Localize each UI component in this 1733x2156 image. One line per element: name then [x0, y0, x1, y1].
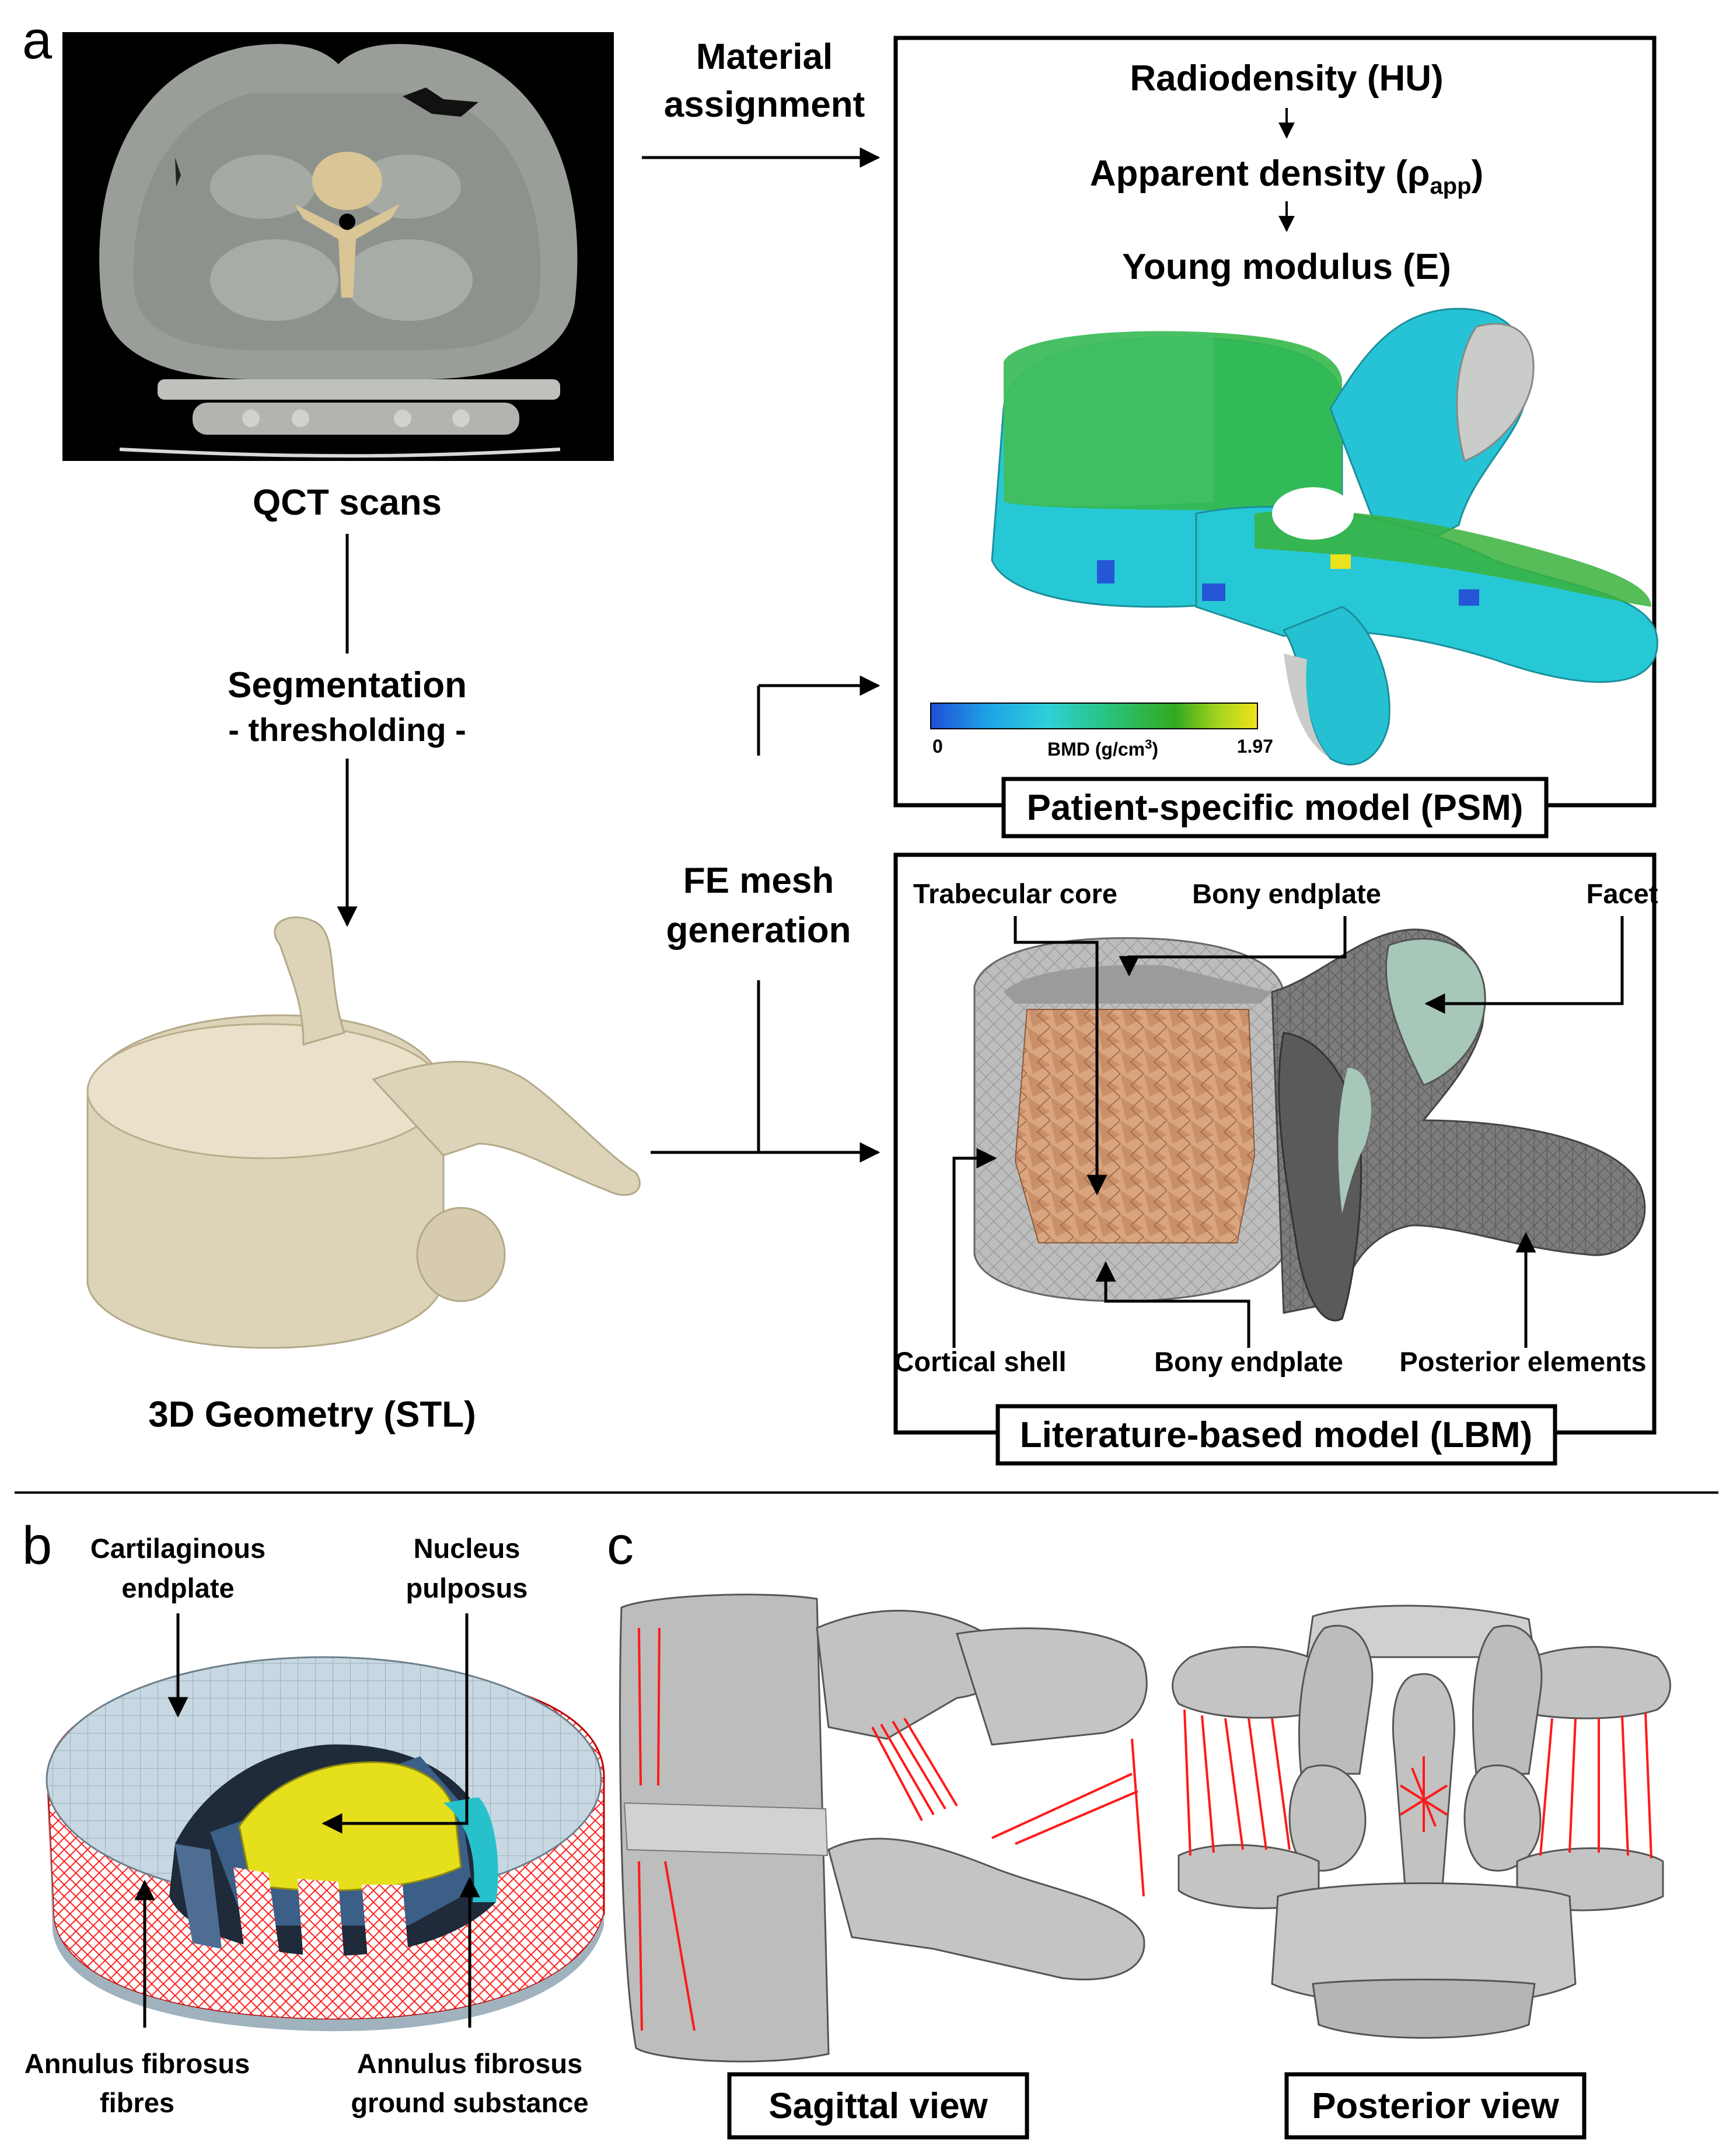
- bmd-colorbar: 0 1.97 BMD (g/cm3): [930, 703, 1273, 760]
- callout-posterior-elements: Posterior elements: [1399, 1346, 1646, 1377]
- colorbar-max-label: 1.97: [1237, 736, 1273, 757]
- segmented-vertebra-highlight: [295, 152, 400, 298]
- material-label-line1: Material: [696, 37, 833, 77]
- material-label-line2: assignment: [664, 85, 865, 125]
- af-ground-label-line1: Annulus fibrosus: [357, 2048, 582, 2079]
- geometry-label: 3D Geometry (STL): [148, 1395, 476, 1435]
- callout-bony-endplate-top: Bony endplate: [1192, 878, 1381, 909]
- apparent-density-label: Apparent density (ρapp): [1090, 153, 1483, 199]
- lbm-vertebra-cutaway: [973, 928, 1646, 1322]
- psm-label: Patient-specific model (PSM): [1027, 788, 1524, 828]
- nucleus-label-line1: Nucleus: [414, 1533, 520, 1564]
- callout-facet: Facet: [1587, 878, 1658, 909]
- af-fibres-label-line2: fibres: [100, 2087, 174, 2118]
- cartilaginous-label-line2: endplate: [121, 1573, 234, 1603]
- colorbar-min-label: 0: [932, 736, 943, 757]
- cartilaginous-label-line1: Cartilaginous: [90, 1533, 265, 1564]
- posterior-label-box: [1284, 2072, 1587, 2140]
- sagittal-view-label: Sagittal view: [768, 2086, 988, 2126]
- psm-bmd-vertebra: [991, 307, 1658, 766]
- colorbar-title: BMD (g/cm3): [1047, 737, 1158, 760]
- qct-scan-image: [62, 32, 614, 461]
- intervertebral-disc-model: [46, 1656, 605, 2032]
- lbm-label-box: [995, 1404, 1557, 1466]
- fe-mesh-label-line1: FE mesh: [683, 861, 834, 901]
- af-ground-label-line2: ground substance: [351, 2087, 588, 2118]
- callout-cortical-shell: Cortical shell: [894, 1346, 1066, 1377]
- fe-mesh-label-line2: generation: [666, 910, 851, 951]
- segmentation-label: Segmentation: [228, 665, 467, 705]
- sagittal-label-box: [727, 2072, 1029, 2140]
- psm-label-box: [1001, 777, 1549, 838]
- young-modulus-label: Young modulus (E): [1122, 247, 1451, 287]
- stl-vertebra-geometry: [86, 916, 641, 1349]
- af-fibres-label-line1: Annulus fibrosus: [25, 2048, 250, 2079]
- qct-scans-label: QCT scans: [253, 483, 442, 523]
- nucleus-label-line2: pulposus: [406, 1573, 528, 1603]
- posterior-view-model: [1172, 1605, 1671, 2039]
- lbm-label: Literature-based model (LBM): [1020, 1415, 1532, 1455]
- panel-b-label: b: [22, 1516, 52, 1575]
- radiodensity-label: Radiodensity (HU): [1130, 58, 1443, 99]
- posterior-view-label: Posterior view: [1312, 2086, 1560, 2126]
- panel-a-label: a: [22, 11, 53, 70]
- callout-trabecular-core: Trabecular core: [913, 878, 1117, 909]
- sagittal-view-model: [619, 1594, 1148, 2063]
- panel-c-label: c: [607, 1516, 634, 1575]
- callout-bony-endplate-bottom: Bony endplate: [1154, 1346, 1343, 1377]
- thresholding-label: - thresholding -: [228, 711, 466, 748]
